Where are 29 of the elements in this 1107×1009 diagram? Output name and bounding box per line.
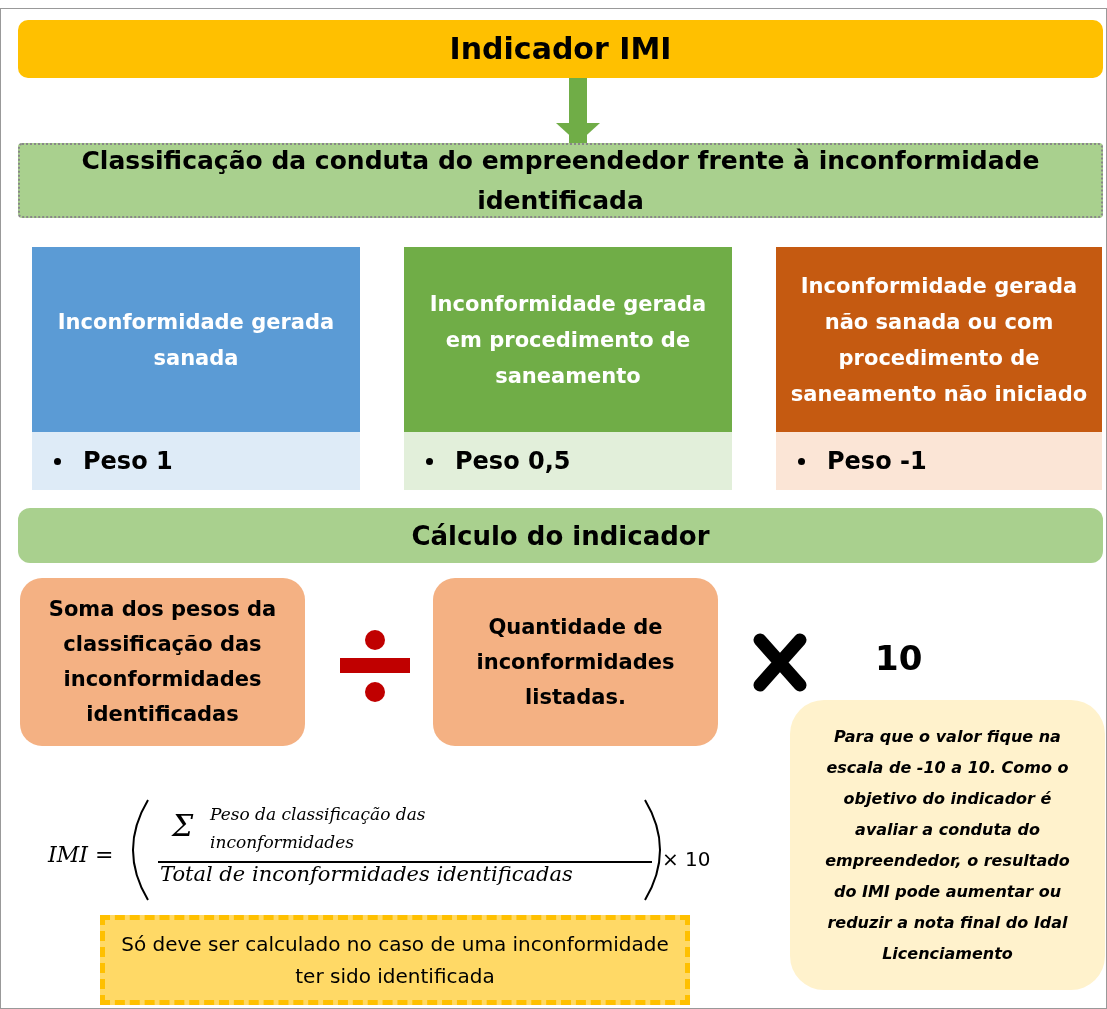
card-heading: Inconformidade gerada em procedimento de saneamento	[428, 290, 708, 390]
note-text: Para que o valor fique na escala de -10 a 10. Como o objetivo do indicador é avaliar a conduta do empreendedor, o resultado do IMI pode aumentar ou reduzir a nota final do Idal Licenciamento	[824, 726, 1071, 965]
formula-text: IMI =	[48, 842, 114, 867]
heading-text: Cálculo do indicador	[411, 519, 710, 552]
heading-band	[18, 508, 1103, 563]
note-box	[790, 700, 1105, 990]
category-card	[404, 247, 732, 490]
term-text: Quantidade de inconformidades listadas.	[475, 613, 676, 711]
formula-text: × 10	[662, 847, 711, 871]
note-text: Só deve ser calculado no caso de uma inconformidade ter sido identificada	[120, 931, 670, 990]
formula-text: Peso da classificação das inconformidades	[210, 803, 427, 854]
weight-text: Peso -1	[827, 447, 927, 475]
multiplier-number: 10	[875, 638, 923, 678]
term-text: Soma dos pesos da classificação das inconformidades identificadas	[47, 596, 278, 728]
condition-note-box	[100, 915, 690, 1005]
weight-text: Peso 1	[83, 447, 173, 475]
heading-text: Indicador IMI	[449, 30, 672, 68]
card-heading: Inconformidade gerada sanada	[56, 308, 336, 372]
formula-term-box	[20, 578, 305, 746]
arrow	[556, 78, 600, 143]
category-card	[32, 247, 360, 490]
title-banner	[18, 20, 1103, 78]
formula-text: Total de inconformidades identificadas	[160, 862, 573, 886]
category-card	[776, 247, 1102, 490]
formula-symbol: Σ	[172, 808, 194, 843]
card-heading: Inconformidade gerada não sanada ou com procedimento de saneamento não iniciado	[790, 272, 1088, 408]
weight-text: Peso 0,5	[455, 447, 571, 475]
formula-term-box	[433, 578, 718, 746]
heading-text: Classificação da conduta do empreendedor frente à inconformidade identificada	[80, 144, 1041, 217]
